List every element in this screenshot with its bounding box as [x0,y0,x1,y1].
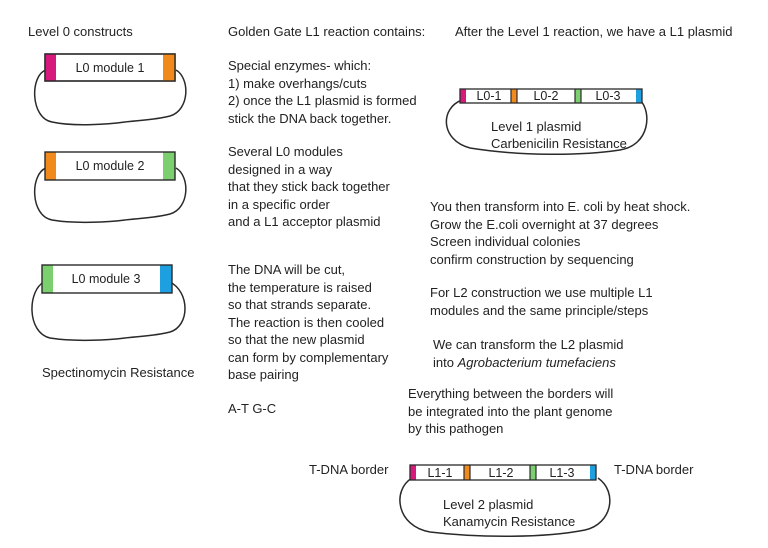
transform-line-3: Screen individual colonies [430,234,581,249]
process-line-6: can form by complementary [228,349,389,365]
level1-name: Level 1 plasmid [491,119,582,134]
l0-m2-orange-overhang [45,152,56,180]
level0-header: Level 0 constructs [28,24,133,39]
modules-line-1: Several L0 modules [228,144,343,159]
l2-line-2: modules and the same principle/steps [430,302,649,318]
process-line-7: base pairing [228,367,299,382]
agrobacterium-block: We can transform the L2 plasmid into Agr… [433,336,624,371]
modules-line-5: and a L1 acceptor plasmid [228,214,381,229]
l0-module-3-plasmid: L0 module 3 [31,264,186,342]
l2-segment-2-label: L1-2 [488,466,513,480]
l2-construction-block: For L2 construction we use multiple L1 m… [430,284,653,319]
l1-magenta-overhang [460,89,466,103]
enzymes-line-3: 2) once the L1 plasmid is formed [228,93,417,108]
modules-block: Several L0 modules designed in a way tha… [228,143,390,231]
t-dna-border-right: T-DNA border [614,462,694,477]
enzymes-block: Special enzymes- which: 1) make overhang… [228,57,417,127]
modules-line-2: designed in a way [228,161,333,177]
borders-block: Everything between the borders will be i… [408,385,613,438]
l0-m1-orange-overhang [163,54,175,81]
borders-line-3: by this pathogen [408,421,504,436]
l2-blue-overhang [590,465,596,480]
l0-m3-blue-overhang [160,265,172,293]
enzymes-line-4: stick the DNA back together. [228,110,392,126]
enzymes-line-2: 1) make overhangs/cuts [228,75,367,91]
l0-m3-green-overhang [42,265,53,293]
l1-segment-2-label: L0-2 [533,89,558,103]
process-line-1: The DNA will be cut, [228,262,346,277]
process-line-4: The reaction is then cooled [228,314,385,330]
process-block: The DNA will be cut, the temperature is … [228,261,388,384]
level2-name: Level 2 plasmid [443,497,534,512]
l2-line-1: For L2 construction we use multiple L1 [430,285,653,300]
transform-line-2: Grow the E.coli overnight at 37 degrees [430,216,659,232]
transform-line-4: confirm construction by sequencing [430,251,634,267]
l2-segment-1-label: L1-1 [427,466,452,480]
l1-blue-overhang [636,89,642,103]
reaction-header: Golden Gate L1 reaction contains: [228,24,426,39]
l0-module-2-label: L0 module 2 [76,159,145,173]
l1-green-junction [575,89,581,103]
l2-segment-3-label: L1-3 [549,466,574,480]
level1-header: After the Level 1 reaction, we have a L1… [455,24,733,39]
level2-plasmid: L1-1 L1-2 L1-3 [399,464,611,538]
l0-module-1-plasmid: L0 module 1 [34,53,187,126]
l0-module-2-plasmid: L0 module 2 [34,151,187,224]
l0-m2-green-overhang [163,152,175,180]
level1-resistance: Carbenicilin Resistance [491,136,627,151]
l2-magenta-overhang [410,465,416,480]
spectinomycin-label: Spectinomycin Resistance [42,365,195,380]
l1-orange-junction [511,89,517,103]
base-pairs-label: A-T G-C [228,401,277,416]
l0-module-3-label: L0 module 3 [72,272,141,286]
l1-segment-1-label: L0-1 [476,89,501,103]
agrobacterium-name: Agrobacterium tumefaciens [457,354,616,370]
l1-segment-3-label: L0-3 [595,89,620,103]
level1-plasmid: L0-1 L0-2 L0-3 [445,88,648,156]
process-line-3: so that strands separate. [228,297,372,312]
process-line-2: the temperature is raised [228,279,372,295]
borders-line-2: be integrated into the plant genome [408,403,613,419]
l0-module-1-label: L0 module 1 [76,61,145,75]
agro-line-2: into Agrobacterium tumefaciens [433,354,624,372]
t-dna-border-left: T-DNA border [309,462,389,477]
borders-line-1: Everything between the borders will [408,386,614,401]
agro-line-2-prefix: into [433,354,458,370]
level2-resistance: Kanamycin Resistance [443,514,576,529]
transform-block: You then transform into E. coli by heat … [430,198,690,268]
l0-m1-magenta-overhang [45,54,56,81]
process-line-5: so that the new plasmid [228,332,365,347]
agro-line-1: We can transform the L2 plasmid [433,337,624,352]
modules-line-4: in a specific order [228,196,330,212]
transform-line-1: You then transform into E. coli by heat … [430,199,691,214]
l2-green-junction [530,465,536,480]
l2-orange-junction [464,465,470,480]
enzymes-line-1: Special enzymes- which: [228,58,372,73]
modules-line-3: that they stick back together [228,179,390,194]
